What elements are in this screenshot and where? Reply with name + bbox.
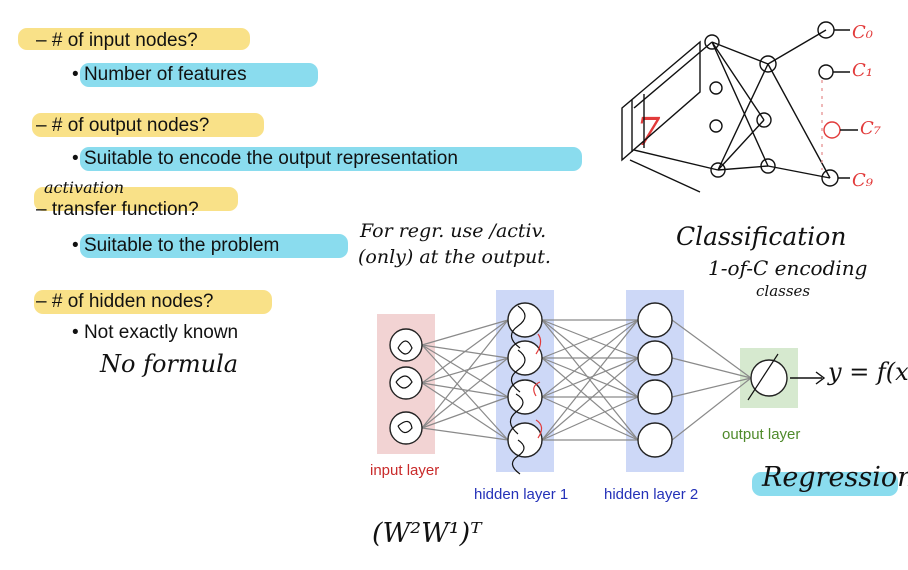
highlight-output-representation — [80, 147, 582, 171]
connection-edge — [541, 357, 639, 441]
input-node — [389, 366, 423, 400]
handwritten-c1: C₁ — [852, 60, 873, 81]
bullet-text: Suitable to encode the output representa… — [83, 148, 458, 169]
bullet-transfer-function: – transfer function? — [36, 199, 199, 221]
connection-edge — [421, 382, 509, 441]
connection-edge — [541, 357, 639, 398]
hidden2-node — [637, 422, 673, 458]
highlight-output-nodes — [32, 113, 264, 137]
handwritten-classes: classes — [756, 282, 811, 300]
connection-edge — [541, 319, 639, 398]
connection-edge — [541, 319, 639, 359]
handwritten-activation: activation — [44, 178, 125, 197]
dash: – — [36, 115, 47, 136]
output-layer-label: output layer — [722, 426, 801, 443]
bullet-text: Not exactly known — [83, 322, 239, 343]
bullet-not-exactly-known: • Not exactly known — [72, 322, 238, 344]
connection-edge — [421, 382, 509, 398]
handwritten-regr-note-2: (only) at the output. — [358, 246, 551, 268]
node-scribbles-red — [533, 333, 543, 439]
input-layer-label: input layer — [370, 462, 440, 479]
bullet-text: # of hidden nodes? — [51, 291, 214, 312]
dash: – — [36, 30, 47, 51]
highlight-hidden-nodes — [34, 290, 272, 314]
dash: – — [36, 199, 47, 220]
bullet-text: Suitable to the problem — [83, 235, 280, 256]
hidden-layer-1-label: hidden layer 1 — [474, 486, 569, 503]
connection-edge — [671, 377, 752, 398]
highlight-regression — [752, 472, 898, 496]
hidden2-node — [637, 302, 673, 338]
highlight-input-nodes — [18, 28, 250, 50]
bullet-suitable-problem: • Suitable to the problem — [72, 235, 279, 257]
input-node — [389, 411, 423, 445]
handwritten-classification: Classification — [676, 222, 847, 251]
dot: • — [72, 235, 79, 256]
connection-edge — [421, 357, 509, 429]
connection-edge — [671, 319, 752, 379]
hidden2-node — [637, 340, 673, 376]
handwritten-no-formula: No formula — [100, 350, 239, 378]
dash: – — [36, 291, 47, 312]
handwritten-c0: C₀ — [852, 22, 873, 43]
hidden-layer-2-label: hidden layer 2 — [604, 486, 699, 503]
handwritten-weights: (W²W¹)ᵀ — [372, 518, 482, 549]
handwritten-c7: C₇ — [860, 118, 881, 139]
bullet-output-representation: • Suitable to encode the output represen… — [72, 148, 458, 170]
output-node — [750, 359, 788, 397]
dot: • — [72, 148, 79, 169]
bullet-text: Number of features — [83, 64, 247, 85]
handwritten-digit-seven: 7 — [636, 110, 661, 154]
hidden2-node — [637, 379, 673, 415]
classification-sketch — [621, 21, 858, 193]
connection-edge — [541, 319, 639, 441]
handwritten-regr-note-1: For regr. use /activ. — [360, 220, 547, 242]
connection-edge — [671, 357, 752, 379]
dot: • — [72, 64, 79, 85]
handwritten-c9: C₉ — [852, 170, 873, 191]
connection-edge — [541, 396, 639, 441]
dot: • — [72, 322, 79, 343]
connection-edge — [421, 319, 509, 346]
hidden1-node — [507, 302, 543, 338]
bullet-text: transfer function? — [51, 199, 199, 220]
connection-edge — [421, 357, 509, 384]
input-node — [389, 328, 423, 362]
handwritten-one-of-c: 1-of-C encoding — [708, 256, 868, 280]
highlight-problem — [80, 234, 348, 258]
hidden1-node — [507, 422, 543, 458]
highlight-activation — [34, 187, 238, 211]
highlight-features — [80, 63, 318, 87]
connection-edge — [421, 427, 509, 441]
bullet-number-of-features: • Number of features — [72, 64, 247, 86]
node-scribbles — [395, 305, 779, 475]
bullet-input-nodes: – # of input nodes? — [36, 30, 198, 52]
bullet-hidden-nodes: – # of hidden nodes? — [36, 291, 214, 313]
bullet-text: # of output nodes? — [51, 115, 210, 136]
connection-edge — [421, 319, 509, 429]
output-arrow — [790, 371, 826, 385]
connection-edge — [421, 396, 509, 429]
connection-edge — [421, 319, 509, 384]
handwritten-regression: Regression — [762, 462, 908, 493]
bullet-output-nodes: – # of output nodes? — [36, 115, 209, 137]
handwritten-y-eq-fx: y = f(x) — [828, 358, 908, 386]
bullet-text: # of input nodes? — [51, 30, 198, 51]
connection-edge — [671, 377, 752, 441]
